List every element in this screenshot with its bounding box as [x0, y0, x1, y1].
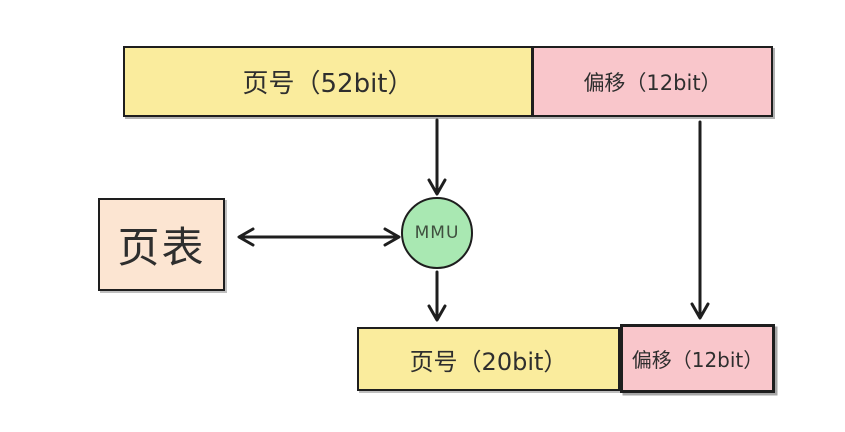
physical-offset-label: 偏移（12bit） [631, 348, 764, 372]
physical-page-number-segment: 页号（20bit） [357, 327, 620, 391]
physical-page-number-label: 页号（20bit） [409, 347, 568, 376]
virtual-offset-segment: 偏移（12bit） [532, 46, 773, 117]
mmu-label: MMU [414, 223, 460, 243]
mmu-circle: MMU [401, 197, 473, 269]
virtual-page-number-label: 页号（52bit） [242, 69, 414, 99]
virtual-page-number-segment: 页号（52bit） [123, 46, 532, 117]
virtual-address-bar: 页号（52bit） 偏移（12bit） [123, 46, 773, 117]
arrow-mmu-to-physical-page [427, 270, 447, 322]
arrow-page-number-to-mmu [427, 118, 447, 196]
arrow-offset-passthrough [690, 120, 710, 320]
arrow-pagetable-mmu-bidirectional [237, 227, 401, 247]
page-table-label: 页表 [117, 223, 206, 272]
virtual-offset-label: 偏移（12bit） [583, 70, 722, 95]
page-table-box: 页表 [98, 198, 225, 291]
physical-offset-segment: 偏移（12bit） [620, 324, 775, 393]
